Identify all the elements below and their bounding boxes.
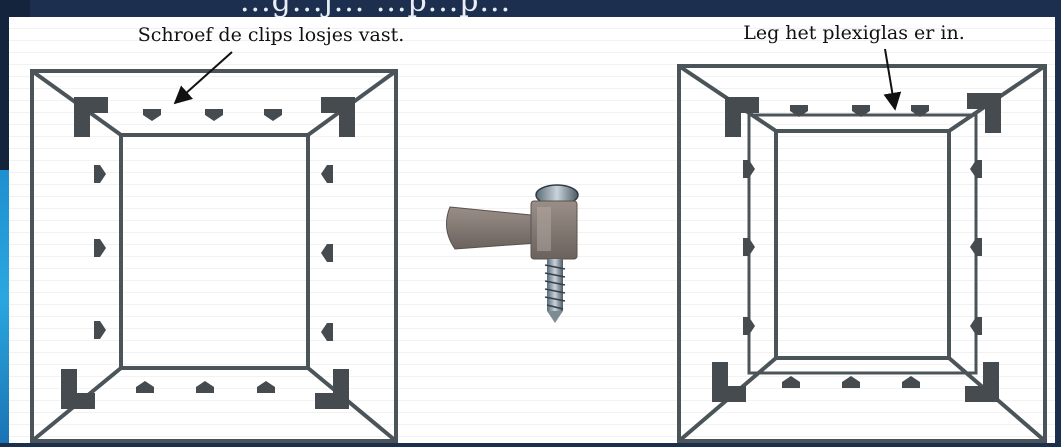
right-arrow (885, 49, 895, 109)
right-corner-bracket-br (965, 362, 999, 402)
clip-bottom-1 (136, 381, 154, 393)
clip-left-3 (743, 317, 755, 335)
right-label: Leg het plexiglas er in. (743, 22, 965, 44)
clip-bottom-1 (782, 376, 800, 388)
clip-left-1 (743, 160, 755, 178)
clip-left-1 (94, 165, 106, 183)
diagram-svg: Schroef de clips losjes vast. (9, 17, 1055, 443)
right-frame-inner (776, 131, 949, 358)
plexiglass-pane (749, 115, 976, 373)
clip-left-2 (94, 239, 106, 257)
clip-with-screw-icon (446, 185, 578, 323)
clip-right-1 (970, 160, 982, 178)
slide-title-text: ...g...j... ...p...p... (240, 0, 511, 17)
right-corner-bracket-bl (712, 362, 746, 402)
left-label: Schroef de clips losjes vast. (138, 24, 405, 46)
clip-bottom-2 (196, 381, 214, 393)
diagram-canvas: Schroef de clips losjes vast. (9, 17, 1055, 443)
right-corner-brackets (712, 93, 1001, 402)
clip-right-3 (970, 317, 982, 335)
clip-top-3 (264, 109, 282, 121)
left-corner-bracket-bl (61, 369, 95, 409)
slide-title-fragment: ...g...j... ...p...p... (0, 0, 1061, 17)
left-corner-bracket-tr (321, 97, 355, 137)
clip-right-1 (321, 165, 333, 183)
clip-bottom-3 (902, 376, 920, 388)
left-corner-brackets (61, 97, 355, 409)
clip-top-2 (205, 109, 223, 121)
clip-left-2 (743, 238, 755, 256)
left-arrow (175, 52, 232, 103)
left-frame-inner (121, 135, 308, 368)
clip-top-1 (143, 109, 161, 121)
clip-right-2 (970, 238, 982, 256)
clip-right-3 (321, 323, 333, 341)
clip-bottom-2 (842, 376, 860, 388)
clip-bottom-3 (257, 381, 275, 393)
left-clips (94, 109, 333, 393)
clip-left-3 (94, 321, 106, 339)
left-corner-bracket-tl (74, 97, 108, 137)
right-clips (743, 105, 982, 388)
clip-right-2 (321, 244, 333, 262)
